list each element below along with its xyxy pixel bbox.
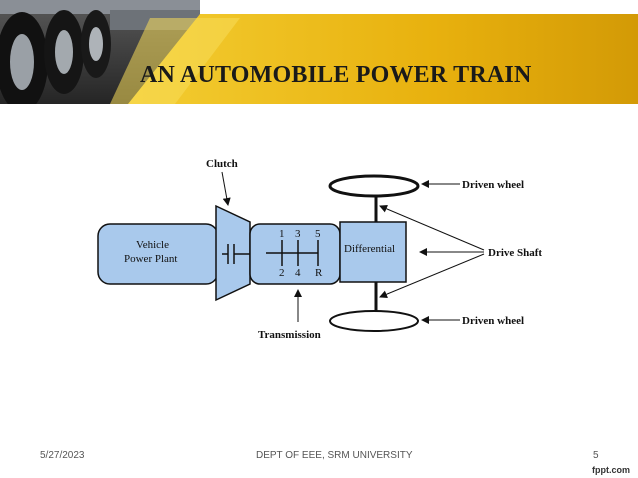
- drive-shaft-label: Drive Shaft: [488, 247, 542, 259]
- vehicle-label-line1: Vehicle: [136, 239, 169, 251]
- differential-label: Differential: [344, 243, 395, 255]
- driven-wheel-bottom: [329, 310, 419, 332]
- gear-label-2: 2: [279, 267, 285, 279]
- footer-department: DEPT OF EEE, SRM UNIVERSITY: [256, 450, 413, 461]
- transmission-label: Transmission: [258, 329, 321, 341]
- driven-wheel-bottom-label: Driven wheel: [462, 315, 524, 327]
- vehicle-label-line2: Power Plant: [124, 253, 177, 265]
- gear-label-r: R: [315, 267, 323, 279]
- slide-title: AN AUTOMOBILE POWER TRAIN: [140, 62, 532, 88]
- driven-wheel-top-label: Driven wheel: [462, 179, 524, 191]
- footer-date: 5/27/2023: [40, 450, 85, 461]
- gear-label-1: 1: [279, 228, 285, 240]
- gear-label-5: 5: [315, 228, 321, 240]
- gear-label-4: 4: [295, 267, 301, 279]
- clutch-shape: [215, 204, 251, 302]
- brand-watermark: fppt.com: [592, 465, 630, 475]
- driven-wheel-top: [328, 174, 420, 198]
- gear-shift-pattern: [266, 240, 319, 266]
- gear-label-3: 3: [295, 228, 301, 240]
- title-banner: [0, 0, 638, 118]
- clutch-label: Clutch: [206, 158, 238, 170]
- differential-block: [339, 221, 407, 283]
- page-number: 5: [593, 450, 599, 461]
